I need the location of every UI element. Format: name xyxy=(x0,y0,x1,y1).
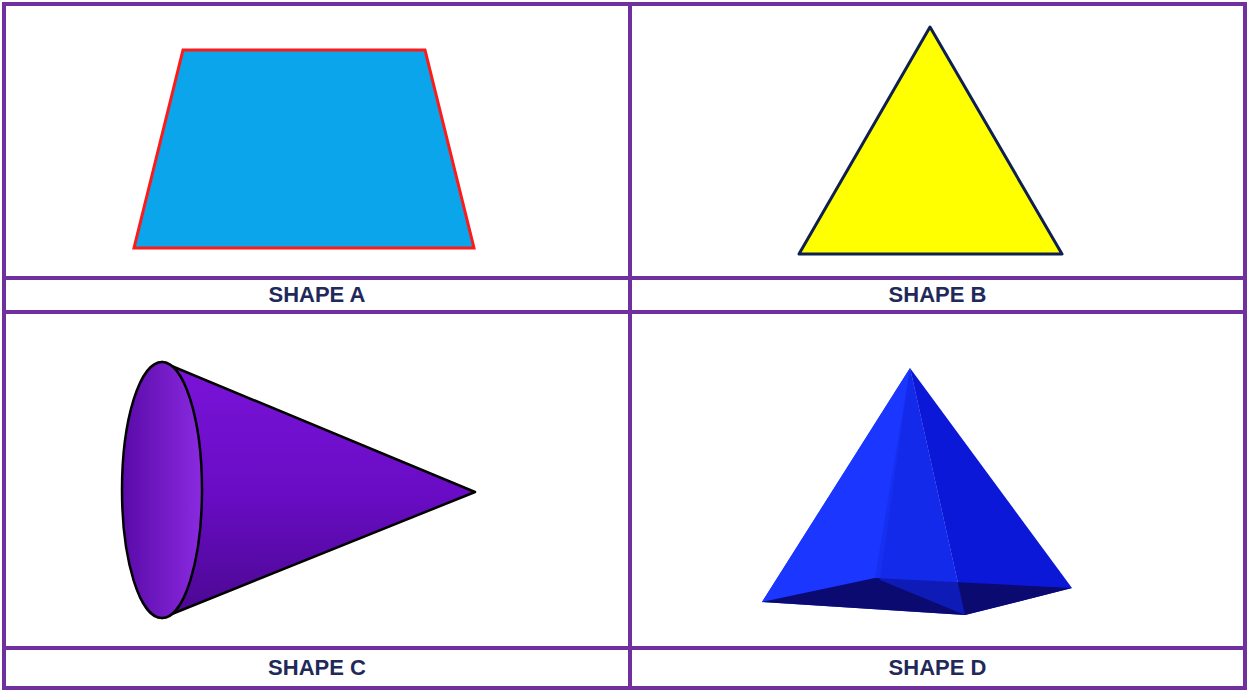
cone xyxy=(122,362,475,618)
shape-label: SHAPE C xyxy=(6,650,628,686)
triangle xyxy=(799,27,1062,254)
shape-label: SHAPE D xyxy=(632,650,1243,686)
table-grid xyxy=(4,4,1245,688)
pyramid xyxy=(762,368,1072,615)
trapezoid xyxy=(134,50,474,248)
shape-label: SHAPE A xyxy=(6,280,628,310)
shape-label: SHAPE B xyxy=(632,280,1243,310)
